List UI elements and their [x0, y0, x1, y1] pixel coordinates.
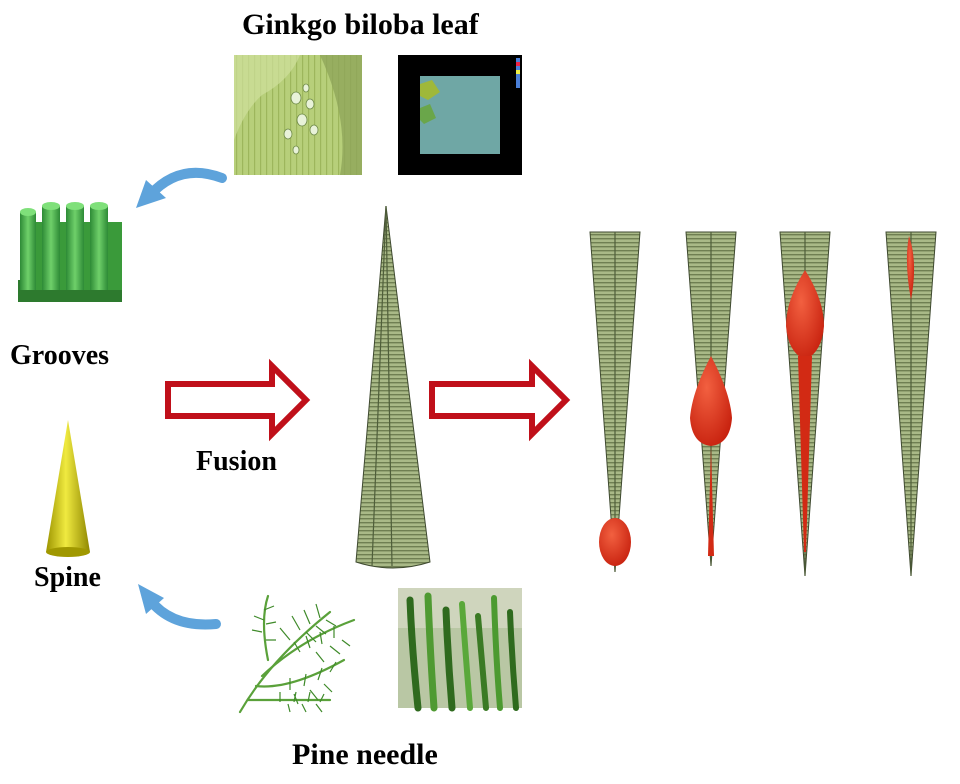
curved-arrow-top: [145, 167, 227, 200]
pine-branch-photo: [238, 594, 356, 714]
pine-title: Pine needle: [292, 738, 438, 771]
pine-closeup-photo: [398, 588, 522, 712]
ginkgo-scan-image: [398, 55, 522, 175]
fusion-arrow: [165, 358, 311, 442]
curved-arrow-bottom-head: [138, 584, 164, 614]
grooves-model: [18, 202, 122, 302]
ginkgo-leaf-photo: [234, 55, 362, 175]
transport-stage-2: [685, 231, 737, 567]
transport-stage-3: [779, 231, 831, 577]
grooves-label: Grooves: [10, 340, 110, 371]
fusion-label: Fusion: [196, 446, 277, 477]
transport-arrow: [429, 358, 571, 442]
curved-arrow-bottom: [145, 595, 221, 630]
transport-stage-1: [589, 231, 641, 573]
fused-spine-cone: [355, 205, 431, 569]
water-droplet: [690, 356, 732, 446]
water-droplet: [906, 236, 915, 300]
spine-label: Spine: [34, 562, 101, 593]
ginkgo-title: Ginkgo biloba leaf: [242, 8, 479, 41]
transport-stage-4: [885, 231, 937, 577]
water-droplet: [786, 270, 824, 360]
water-droplet: [599, 518, 631, 566]
curved-arrow-top-head: [136, 180, 166, 208]
spine-model: [46, 420, 90, 557]
